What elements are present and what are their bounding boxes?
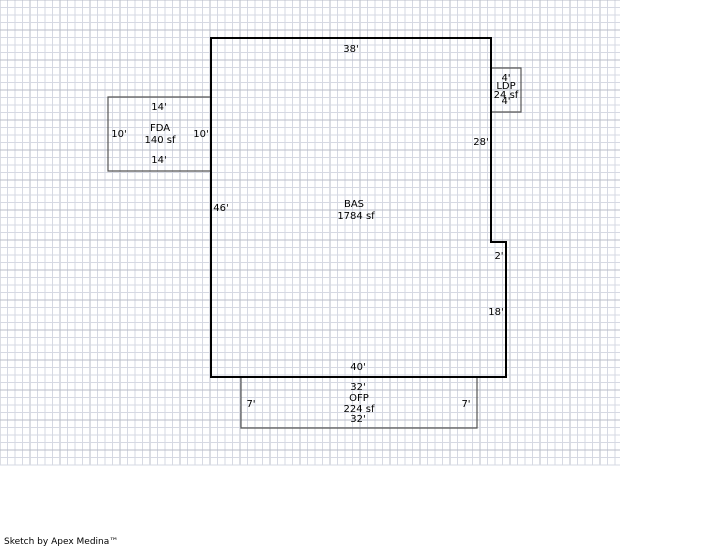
fda-dim-bottom: 14' — [151, 155, 166, 166]
ofp-dim-bottom: 32' — [350, 414, 365, 425]
fda-area: 140 sf — [145, 135, 176, 146]
grid — [0, 0, 620, 466]
ofp-code: OFP — [349, 393, 369, 404]
fda-code: FDA — [150, 123, 170, 134]
fda-dim-top: 14' — [151, 102, 166, 113]
ldp-code: LDP — [496, 81, 515, 92]
bas-code: BAS — [344, 199, 364, 210]
bas-dim-right-upper: 28' — [473, 137, 488, 148]
bas-dim-left: 46' — [213, 203, 228, 214]
bas-area: 1784 sf — [337, 211, 375, 222]
bas-dim-top: 38' — [343, 44, 358, 55]
ldp-dim-bottom: 4' — [501, 96, 510, 107]
ofp-dim-top: 32' — [350, 382, 365, 393]
bas-outline — [210, 37, 507, 378]
fda-dim-right: 10' — [193, 129, 208, 140]
fda-dim-left: 10' — [111, 129, 126, 140]
bas-dim-right-lower: 18' — [488, 307, 503, 318]
bas-dim-bottom: 40' — [350, 362, 365, 373]
ofp-dim-right: 7' — [461, 399, 470, 410]
bas-dim-jog: 2' — [494, 251, 503, 262]
ldp-outline — [491, 67, 522, 113]
ofp-dim-left: 7' — [246, 399, 255, 410]
ofp-area: 224 sf — [344, 404, 375, 415]
fda-outline — [107, 96, 211, 172]
ldp-dim-top: 4' — [501, 73, 510, 84]
ldp-area: 24 sf — [494, 90, 519, 101]
ofp-outline — [240, 377, 478, 429]
footer-credit: Sketch by Apex Medina™ — [4, 537, 119, 547]
